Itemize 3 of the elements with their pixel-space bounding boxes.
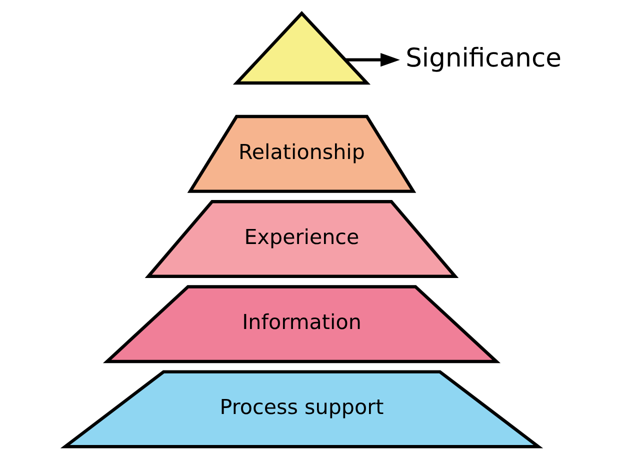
node-text: Significance bbox=[406, 43, 562, 74]
arrow bbox=[345, 53, 400, 67]
node-triangle bbox=[232, 11, 371, 85]
